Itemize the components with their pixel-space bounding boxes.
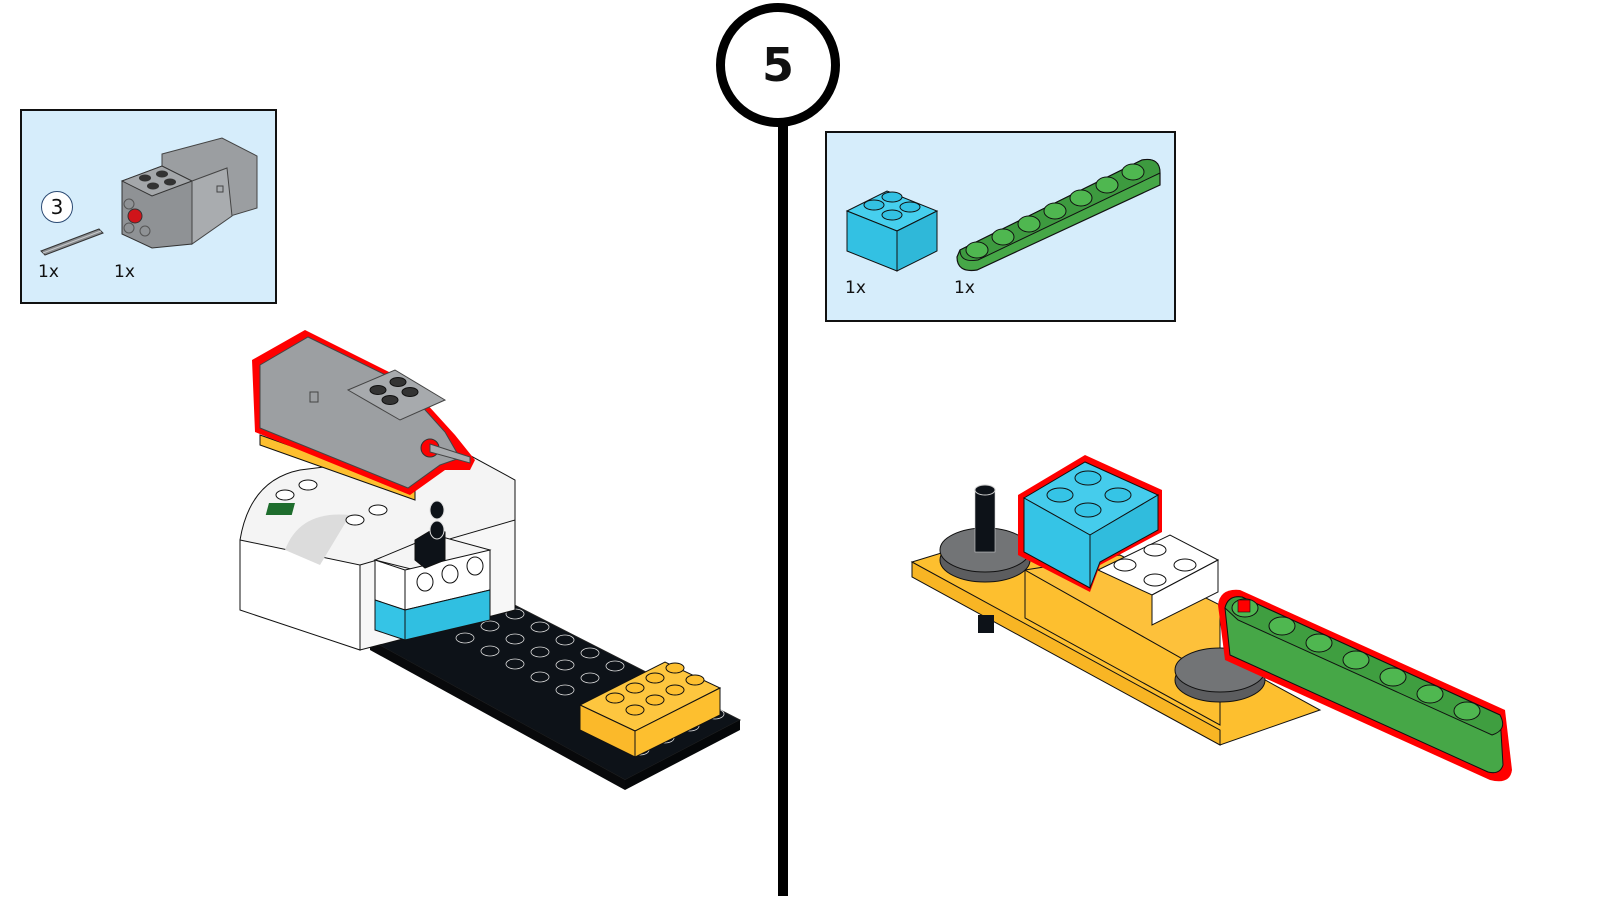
- technic-brick-stack: [373, 500, 492, 641]
- beam-icon: [956, 158, 1161, 272]
- black-peg: [974, 484, 996, 633]
- axle-length-callout: 3: [41, 191, 73, 223]
- motor-icon: [120, 137, 258, 249]
- brick-quantity: 1x: [845, 278, 866, 298]
- parts-list-left: 3 1x 1x: [20, 109, 277, 304]
- brick-2x2-icon: [845, 190, 939, 272]
- beam-quantity: 1x: [954, 278, 975, 298]
- left-model-illustration: [239, 330, 742, 790]
- right-model-illustration: [910, 455, 1512, 782]
- step-divider-line: [778, 126, 788, 896]
- white-bricks: [1096, 534, 1220, 626]
- green-beam-highlighted: [1218, 589, 1512, 782]
- axle-quantity: 1x: [38, 262, 59, 282]
- parts-list-right: 1x 1x: [825, 131, 1176, 322]
- axle-icon: [40, 228, 104, 256]
- motor-quantity: 1x: [114, 262, 135, 282]
- step-number-badge: 5: [716, 3, 840, 127]
- yellow-brick: [578, 661, 722, 758]
- step-number: 5: [761, 38, 794, 92]
- azure-brick-highlighted: [1018, 455, 1162, 592]
- motor-highlighted: [252, 330, 475, 495]
